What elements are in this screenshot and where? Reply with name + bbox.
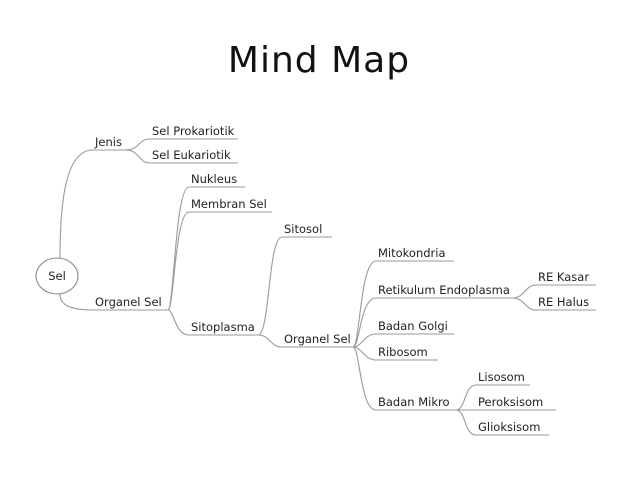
node-retikulum-endoplasma: Retikulum Endoplasma [378, 283, 510, 297]
edge-organel2-ribosom [352, 346, 377, 361]
node-organel-sel-2: Organel Sel [284, 332, 351, 346]
node-sitosol: Sitosol [284, 222, 322, 236]
connectors [59, 138, 537, 436]
node-sel-eukariotik: Sel Eukariotik [152, 148, 231, 162]
node-sitoplasma: Sitoplasma [191, 320, 255, 334]
edge-organel-nukleus [167, 186, 190, 311]
node-badan-mikro: Badan Mikro [378, 395, 450, 409]
node-ribosom: Ribosom [378, 345, 428, 359]
node-lisosom: Lisosom [478, 370, 525, 384]
edge-sitoplasma-sitosol [257, 236, 283, 336]
edge-root-jenis [59, 149, 94, 259]
node-sel: Sel [48, 269, 66, 283]
edge-organel-sitoplasma [167, 309, 190, 336]
node-re-kasar: RE Kasar [538, 270, 589, 284]
node-mitokondria: Mitokondria [378, 246, 446, 260]
node-badan-golgi: Badan Golgi [378, 319, 448, 333]
node-re-halus: RE Halus [538, 295, 589, 309]
edge-organel2-mikro [352, 346, 377, 411]
edge-organel2-retikulum [352, 297, 377, 348]
underlines [93, 138, 596, 436]
edge-retikulum-kasar [511, 284, 537, 299]
page-title: Mind Map [227, 40, 411, 81]
node-peroksisom: Peroksisom [478, 395, 543, 409]
edge-jenis-eukariotik [124, 149, 151, 164]
node-glioksisom: Glioksisom [478, 420, 540, 434]
node-membran-sel: Membran Sel [191, 197, 267, 211]
edge-mikro-glioksisom [455, 409, 477, 436]
edge-sitoplasma-organel2 [257, 334, 283, 348]
node-sel-prokariotik: Sel Prokariotik [152, 124, 235, 138]
edge-root-organel [59, 293, 94, 311]
node-jenis: Jenis [94, 135, 122, 149]
edge-organel2-golgi [352, 333, 377, 348]
node-organel-sel: Organel Sel [95, 295, 162, 309]
root-node-shape [35, 257, 79, 295]
edge-mikro-lisosom [455, 384, 477, 411]
edge-organel-membran [167, 211, 190, 311]
edge-retikulum-halus [511, 297, 537, 311]
node-nukleus: Nukleus [191, 172, 237, 186]
edge-jenis-prokariotik [124, 138, 151, 151]
